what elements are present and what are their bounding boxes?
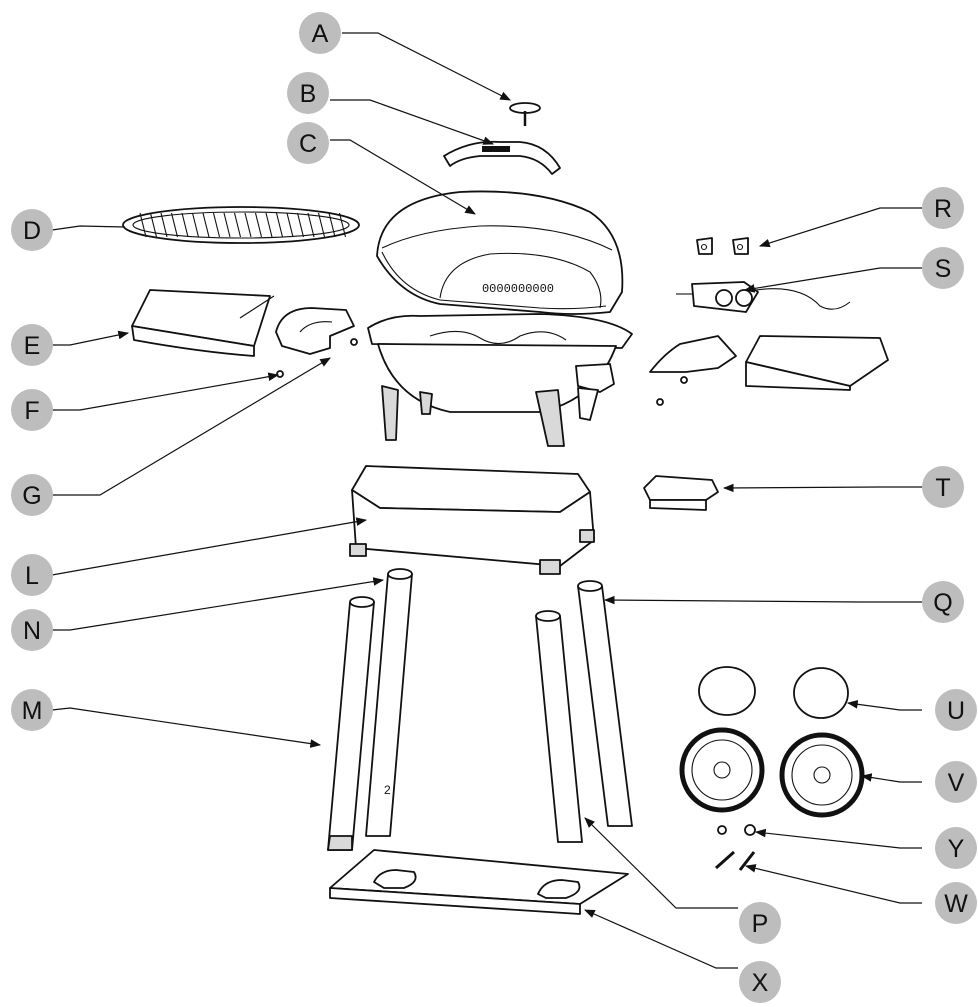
- part-w-axle-bolts: [715, 850, 756, 871]
- badge-g: G: [11, 474, 53, 516]
- grate-bar: [296, 212, 305, 238]
- part-u-hubcaps: [698, 666, 849, 719]
- grate-bar: [233, 212, 242, 238]
- grate-bar: [328, 212, 336, 238]
- badge-u-label: U: [947, 697, 965, 725]
- badge-m-label: M: [22, 697, 43, 725]
- part-d-cooking-grate: [122, 206, 360, 244]
- part-v-wheels: [679, 727, 865, 818]
- part-n-leg: 2: [365, 568, 413, 837]
- right-side-table: [745, 335, 889, 391]
- badge-d: D: [11, 209, 53, 251]
- badge-l: L: [11, 554, 53, 596]
- part-q-leg: [577, 580, 633, 827]
- grate-bar: [265, 212, 273, 238]
- badge-f-label: F: [24, 397, 39, 425]
- grate-bar: [170, 212, 179, 238]
- badge-t: T: [922, 466, 964, 508]
- grate-bar: [202, 212, 210, 238]
- badge-n-label: N: [23, 617, 41, 645]
- grate-bar: [149, 212, 158, 238]
- grate-bar: [181, 212, 189, 238]
- right-side-bracket: [649, 335, 737, 406]
- badge-f: F: [11, 389, 53, 431]
- badge-e: E: [11, 324, 53, 366]
- badge-u: U: [935, 689, 977, 731]
- badge-r: R: [922, 187, 964, 229]
- badge-c: C: [287, 122, 329, 164]
- badge-q: Q: [922, 581, 964, 623]
- grate-bar: [254, 212, 263, 238]
- part-a-lid-knob: [509, 102, 541, 126]
- part-x-bottom-shelf: [329, 849, 629, 915]
- badge-c-label: C: [299, 130, 317, 158]
- part-t-drip-tray: [643, 475, 719, 511]
- badge-s: S: [922, 247, 964, 289]
- badge-w: W: [935, 882, 977, 924]
- part-m-leg: [327, 596, 375, 851]
- grate-bar: [212, 212, 221, 238]
- part-r-clips: [696, 237, 749, 255]
- part-c-lid: 0000000000: [376, 190, 624, 315]
- badge-p-label: P: [752, 910, 769, 938]
- badge-w-label: W: [944, 890, 968, 918]
- badge-t-label: T: [935, 474, 950, 502]
- badge-s-label: S: [935, 255, 952, 283]
- part-s-rotisserie-motor: [676, 281, 851, 313]
- grate-bar: [317, 212, 326, 238]
- badge-b: B: [287, 72, 329, 114]
- firebox-bowl: [367, 313, 633, 447]
- badge-r-label: R: [934, 195, 952, 223]
- lid-vent-slots: 0000000000: [482, 282, 554, 296]
- part-p-leg: [535, 610, 583, 843]
- badge-x-label: X: [752, 969, 769, 997]
- badge-e-label: E: [24, 332, 41, 360]
- part-l-cart-base: [349, 465, 595, 575]
- badge-y-label: Y: [948, 835, 965, 863]
- part-e-left-side-table: [131, 289, 275, 357]
- badge-x: X: [739, 961, 781, 1003]
- badge-d-label: D: [23, 217, 41, 245]
- part-b-lid-handle: [443, 140, 561, 175]
- grate-bar: [338, 212, 347, 238]
- badge-n: N: [11, 609, 53, 651]
- grate-bar: [244, 212, 252, 238]
- part-y-washers: [717, 824, 756, 836]
- badge-p: P: [739, 902, 781, 944]
- badge-b-label: B: [300, 80, 317, 108]
- grate-bar: [223, 212, 231, 238]
- badge-l-label: L: [25, 562, 39, 590]
- grate-bar: [160, 212, 168, 238]
- grate-bar: [307, 212, 315, 238]
- badge-v: V: [935, 761, 977, 803]
- badge-q-label: Q: [933, 589, 952, 617]
- badge-g-label: G: [22, 482, 41, 510]
- grate-bar: [139, 212, 147, 238]
- badge-v-label: V: [948, 769, 965, 797]
- badge-y: Y: [935, 827, 977, 869]
- part-g-side-bracket: [275, 307, 355, 355]
- leg-number-marking: 2: [384, 783, 391, 797]
- badge-a: A: [299, 12, 341, 54]
- grate-bar: [286, 212, 294, 238]
- grate-bar: [275, 212, 284, 238]
- badge-a-label: A: [312, 20, 329, 48]
- badge-m: M: [11, 689, 53, 731]
- grate-bar: [191, 212, 200, 238]
- leader-lines: [51, 32, 922, 969]
